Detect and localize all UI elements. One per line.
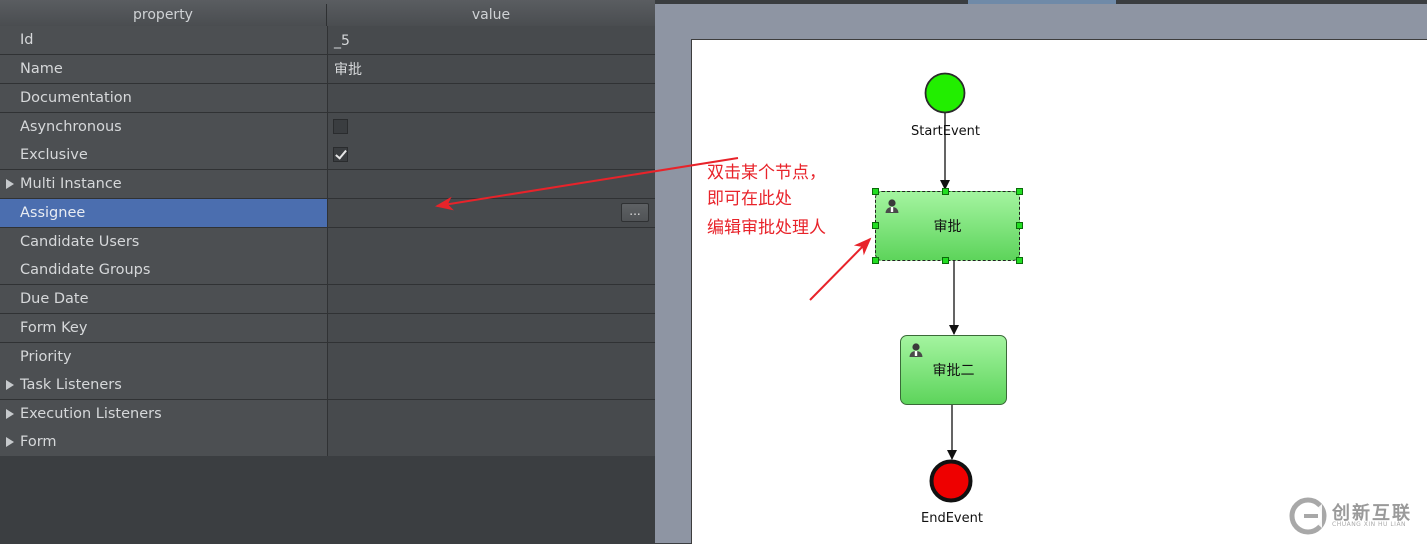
property-value-cell[interactable]: [327, 170, 656, 198]
property-name: Multi Instance: [20, 176, 122, 192]
expand-arrow-icon[interactable]: [6, 437, 14, 447]
property-value-cell[interactable]: [327, 141, 656, 169]
property-row-form-key[interactable]: Form Key: [0, 314, 656, 343]
property-row-candidate-users[interactable]: Candidate Users: [0, 228, 656, 257]
task-label: 审批: [933, 219, 962, 235]
property-name: Candidate Users: [20, 234, 140, 250]
property-name: Asynchronous: [20, 119, 122, 135]
property-row-candidate-groups[interactable]: Candidate Groups: [0, 256, 656, 285]
task-label: 审批二: [932, 363, 975, 379]
annotation-arrow-to-task: [809, 237, 872, 301]
annotation-line-3: 编辑审批处理人: [707, 218, 826, 238]
expand-arrow-icon[interactable]: [6, 179, 14, 189]
property-value-cell[interactable]: [327, 371, 656, 399]
end-event-circle[interactable]: [929, 459, 973, 503]
annotation-line-1: 双击某个节点，: [707, 163, 826, 183]
property-sheet-empty-area: [0, 456, 655, 543]
name-value: 审批: [334, 62, 362, 78]
value-column-header[interactable]: value: [471, 7, 511, 23]
property-row-assignee[interactable]: Assignee ...: [0, 199, 656, 228]
property-row-due-date[interactable]: Due Date: [0, 285, 656, 314]
watermark-subtext: CHUANG XIN HU LIAN: [1332, 521, 1407, 528]
property-value-cell[interactable]: [327, 343, 656, 371]
property-value-cell[interactable]: 审批: [327, 55, 656, 83]
resize-handle[interactable]: [942, 188, 949, 195]
resize-handle[interactable]: [872, 257, 879, 264]
property-sheet: property value Id _5 Name 审批 Documentati…: [0, 0, 656, 543]
property-row-id[interactable]: Id _5: [0, 26, 656, 55]
property-value-cell[interactable]: [327, 256, 656, 284]
property-value-cell[interactable]: [327, 84, 656, 112]
property-name: Id: [20, 32, 34, 48]
property-row-execution-listeners[interactable]: Execution Listeners: [0, 400, 656, 429]
property-row-priority[interactable]: Priority: [0, 343, 656, 372]
property-name: Form: [20, 434, 57, 450]
column-divider[interactable]: [326, 4, 327, 26]
diagram-paper[interactable]: [691, 39, 1427, 544]
active-editor-tab[interactable]: [968, 0, 1116, 4]
property-value-cell[interactable]: [327, 400, 656, 428]
annotation-line-2: 即可在此处: [707, 189, 792, 209]
user-task-icon: [885, 199, 899, 213]
property-value-cell[interactable]: [327, 113, 656, 141]
property-name: Task Listeners: [20, 377, 122, 393]
property-row-task-listeners[interactable]: Task Listeners: [0, 371, 656, 400]
property-name: Execution Listeners: [20, 406, 162, 422]
property-value-cell[interactable]: ...: [327, 199, 656, 227]
property-name: Name: [20, 61, 63, 77]
resize-handle[interactable]: [872, 222, 879, 229]
watermark-text: 创新互联: [1332, 503, 1412, 524]
resize-handle[interactable]: [942, 257, 949, 264]
expand-arrow-icon[interactable]: [6, 380, 14, 390]
assignee-browse-button[interactable]: ...: [621, 203, 649, 222]
property-value-cell[interactable]: [327, 228, 656, 256]
property-name: Assignee: [20, 205, 86, 221]
resize-handle[interactable]: [1016, 257, 1023, 264]
user-task-icon: [909, 343, 923, 357]
watermark: 创新互联 CHUANG XIN HU LIAN: [1280, 488, 1427, 543]
property-name: Documentation: [20, 90, 132, 106]
property-name: Exclusive: [20, 147, 88, 163]
start-event-circle[interactable]: [924, 72, 966, 114]
expand-arrow-icon[interactable]: [6, 409, 14, 419]
property-column-header[interactable]: property: [133, 7, 193, 23]
annotation-arrow-to-assignee: [435, 157, 739, 211]
property-row-asynchronous[interactable]: Asynchronous: [0, 113, 656, 142]
property-row-multi-instance[interactable]: Multi Instance: [0, 170, 656, 199]
property-name: Form Key: [20, 320, 88, 336]
asynchronous-checkbox[interactable]: [333, 119, 348, 134]
resize-handle[interactable]: [1016, 222, 1023, 229]
end-event-label: EndEvent: [921, 511, 983, 526]
exclusive-checkbox[interactable]: [333, 147, 348, 162]
property-row-exclusive[interactable]: Exclusive: [0, 141, 656, 170]
property-value-cell[interactable]: [327, 428, 656, 456]
user-task-approval-2[interactable]: 审批二: [900, 335, 1007, 405]
property-value-cell[interactable]: [327, 285, 656, 313]
diagram-canvas-area: [655, 0, 1427, 544]
property-name: Candidate Groups: [20, 262, 151, 278]
property-name: Due Date: [20, 291, 89, 307]
property-value-cell[interactable]: [327, 314, 656, 342]
id-value: _5: [334, 33, 350, 49]
resize-handle[interactable]: [1016, 188, 1023, 195]
user-task-approval[interactable]: 审批: [875, 191, 1020, 261]
watermark-logo-icon: [1289, 497, 1327, 535]
start-event-label: StartEvent: [911, 124, 980, 139]
property-row-documentation[interactable]: Documentation: [0, 84, 656, 113]
property-value-cell[interactable]: _5: [327, 26, 656, 54]
property-name: Priority: [20, 349, 72, 365]
property-row-name[interactable]: Name 审批: [0, 55, 656, 84]
resize-handle[interactable]: [872, 188, 879, 195]
